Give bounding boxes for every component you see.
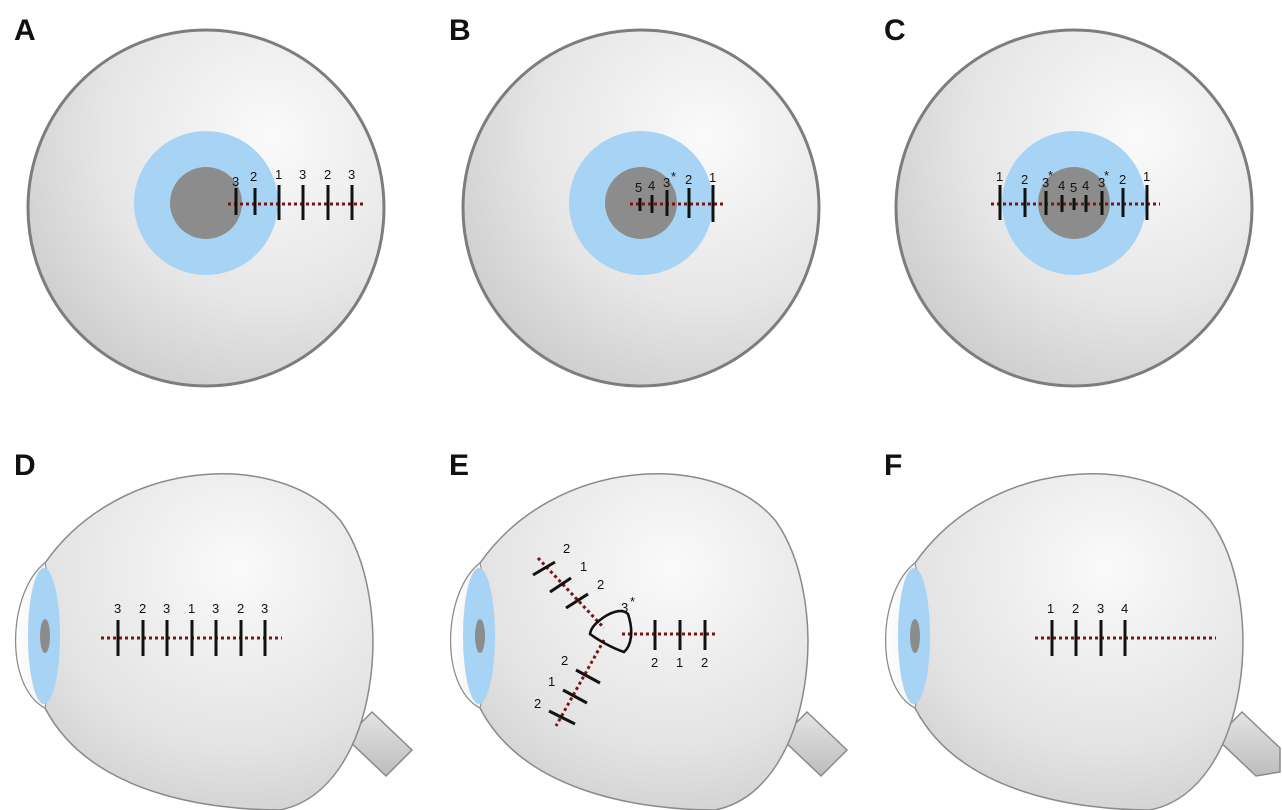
tick-label: 5 <box>1070 180 1077 195</box>
tick-label: 2 <box>651 655 658 670</box>
tick-label: 2 <box>1072 601 1079 616</box>
tick-label: 3 <box>348 167 355 182</box>
tick-label: 3 <box>261 601 268 616</box>
panel-letter-d: D <box>14 449 36 482</box>
tick-label: 2 <box>250 169 257 184</box>
tick-label: 3 <box>299 167 306 182</box>
tick-labels: 3 2 3 1 3 2 3 <box>114 601 268 616</box>
star-marker: * <box>1048 168 1053 183</box>
tick-label: 2 <box>1119 172 1126 187</box>
eyeball-side-f <box>885 473 1281 810</box>
tick-marks <box>234 185 354 220</box>
eyeball-side-d <box>15 473 414 810</box>
globe <box>885 473 1244 810</box>
tick-label: 1 <box>548 674 555 689</box>
pupil <box>910 619 920 653</box>
tick-label: 1 <box>580 559 587 574</box>
panel-c: C 1 2 3 * 4 5 4 3 * 2 <box>884 14 1254 388</box>
tick-marks <box>638 185 715 222</box>
panel-letter-e: E <box>449 449 469 482</box>
tick-mark <box>549 576 572 594</box>
tick-labels: 1 2 3 * 4 5 4 3 * 2 1 <box>996 168 1150 195</box>
panel-d: D 3 2 3 1 3 2 3 <box>14 449 414 810</box>
panel-e: E 2 1 2 3 * <box>449 449 849 810</box>
optic-nerve <box>779 710 849 778</box>
tick-label: 1 <box>1047 601 1054 616</box>
incision-track-lower <box>554 639 606 727</box>
tick-label: 2 <box>685 172 692 187</box>
tick-label: 2 <box>139 601 146 616</box>
globe <box>15 473 374 810</box>
star-marker: * <box>1104 168 1109 183</box>
tick-label: 3 <box>1042 175 1049 190</box>
panel-letter-a: A <box>14 14 36 47</box>
tick-label: 5 <box>635 180 642 195</box>
tick-label: 1 <box>996 169 1003 184</box>
panel-letter-f: F <box>884 449 902 482</box>
panel-f: F 1 2 3 4 <box>884 449 1281 810</box>
tick-label: 2 <box>701 655 708 670</box>
tick-label: 1 <box>275 167 282 182</box>
tick-label: 1 <box>1143 169 1150 184</box>
tick-marks <box>532 560 707 726</box>
panel-letter-c: C <box>884 14 906 47</box>
incision-track-upper <box>536 556 606 630</box>
tick-marks <box>116 620 267 656</box>
tick-labels: 2 1 2 3 * 2 1 2 2 1 2 <box>534 541 708 711</box>
pupil <box>170 167 242 239</box>
tick-labels: 3 2 1 3 2 3 <box>232 167 355 189</box>
incision-tracks <box>536 556 716 727</box>
tick-label: 3 <box>232 174 239 189</box>
star-marker: * <box>671 169 676 184</box>
pupil <box>40 619 50 653</box>
panel-a: A 3 2 1 3 2 3 <box>14 14 386 388</box>
tick-label: 2 <box>1021 172 1028 187</box>
tick-mark <box>575 668 601 685</box>
central-lesion <box>588 609 633 654</box>
optic-nerve <box>1214 710 1281 777</box>
tick-label: 4 <box>1058 178 1065 193</box>
tick-mark <box>548 709 576 726</box>
optic-nerve <box>344 710 414 778</box>
panel-letter-b: B <box>449 14 471 47</box>
tick-label: 3 <box>621 600 628 615</box>
star-marker: * <box>630 594 635 609</box>
tick-label: 3 <box>212 601 219 616</box>
tick-label: 3 <box>1098 175 1105 190</box>
tick-labels: 1 2 3 4 <box>1047 601 1128 616</box>
tick-label: 3 <box>663 175 670 190</box>
pupil <box>475 619 485 653</box>
tick-label: 2 <box>237 601 244 616</box>
tick-label: 4 <box>1121 601 1128 616</box>
tick-labels: 5 4 3 * 2 1 <box>635 169 716 195</box>
tick-label: 2 <box>534 696 541 711</box>
tick-marks <box>998 185 1149 220</box>
tick-label: 1 <box>188 601 195 616</box>
tick-label: 2 <box>563 541 570 556</box>
tick-label: 3 <box>1097 601 1104 616</box>
tick-label: 4 <box>648 178 655 193</box>
panel-b: B 5 4 3 * 2 1 <box>449 14 821 388</box>
tick-label: 4 <box>1082 178 1089 193</box>
eyeball-side-e <box>450 473 849 810</box>
tick-label: 2 <box>597 577 604 592</box>
tick-label: 3 <box>163 601 170 616</box>
tick-label: 1 <box>676 655 683 670</box>
tick-label: 3 <box>114 601 121 616</box>
tick-label: 2 <box>561 653 568 668</box>
tick-label: 1 <box>709 170 716 185</box>
tick-mark <box>565 592 589 610</box>
tick-marks <box>1050 620 1127 656</box>
tick-mark <box>532 560 556 577</box>
tick-label: 2 <box>324 167 331 182</box>
tick-mark <box>562 688 588 705</box>
eyeball-front-a <box>26 28 386 388</box>
